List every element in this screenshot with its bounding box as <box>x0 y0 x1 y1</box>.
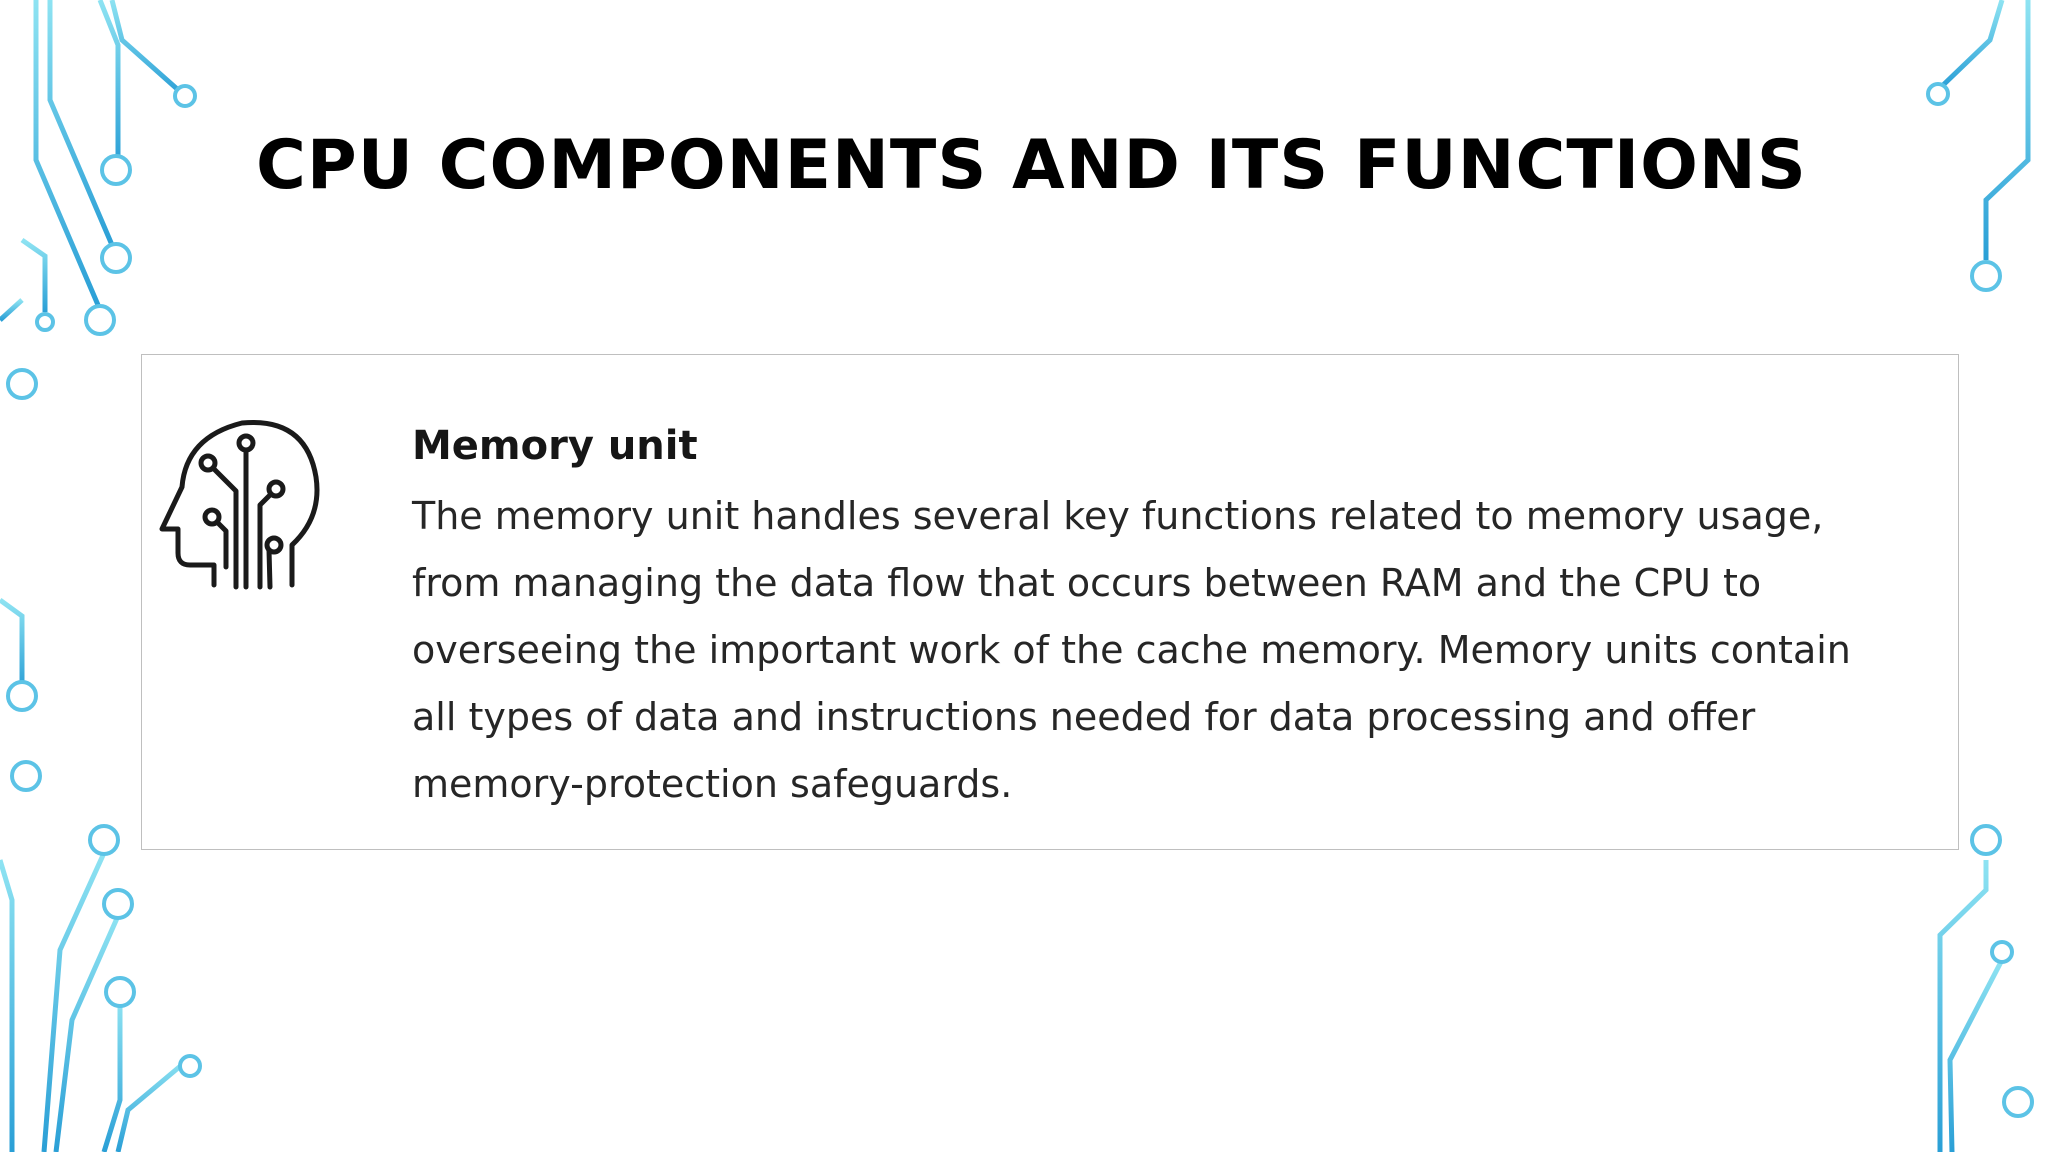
memory-unit-card: Memory unit The memory unit handles seve… <box>141 354 1959 850</box>
unit-description: The memory unit handles several key func… <box>412 494 1851 806</box>
brain-circuit-icon <box>159 419 320 590</box>
slide-title: CPU COMPONENTS AND ITS FUNCTIONS <box>256 126 1807 205</box>
unit-heading: Memory unit <box>412 423 698 469</box>
